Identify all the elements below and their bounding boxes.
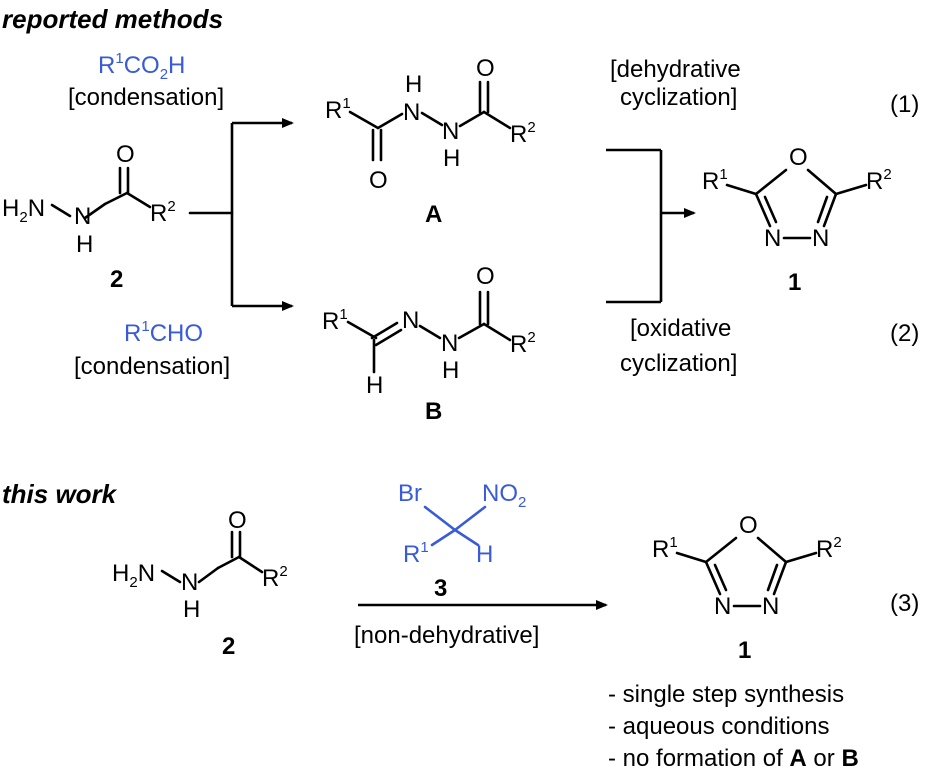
svg-text:R2: R2 [510,329,536,358]
section-title-this-work: this work [2,479,118,509]
svg-text:O: O [789,144,808,171]
svg-text:H: H [76,231,93,258]
step-bottom-line1: [oxidative [630,315,731,342]
label-compound-2-top: 2 [110,266,123,293]
svg-text:R2: R2 [262,563,288,592]
section-title-reported: reported methods [2,4,223,34]
svg-text:R1: R1 [403,539,429,568]
svg-text:O: O [369,167,388,194]
svg-text:H: H [442,357,459,384]
eq-2: (2) [890,320,919,347]
svg-text:H: H [476,541,493,568]
eq-3: (3) [890,590,919,617]
condition-top: [condensation] [68,84,224,111]
condition-non-dehydrative: [non-dehydrative] [354,622,539,649]
svg-text:R1: R1 [702,166,728,195]
label-A: A [425,201,442,228]
svg-text:H: H [405,71,422,98]
intermediate-A: R1 O N H N H O R2 [325,55,536,194]
svg-text:H: H [183,596,200,623]
label-compound-1-top: 1 [788,269,801,296]
svg-text:N: N [403,99,420,126]
eq-1: (1) [890,91,919,118]
label-compound-2-bottom: 2 [222,633,235,660]
svg-text:H: H [366,372,383,399]
svg-text:N: N [764,225,781,252]
step-top-line1: [dehydrative [610,56,741,83]
reagent-aldehyde: R1CHO [124,318,203,347]
label-reagent-3: 3 [434,575,447,602]
svg-text:R1: R1 [652,534,678,563]
intermediate-B: R1 H N N H O R2 [322,263,536,399]
svg-text:N: N [441,330,458,357]
svg-text:N: N [442,118,459,145]
svg-text:N: N [402,307,419,334]
oxadiazole-1-top: R1 O N N R2 [702,144,892,252]
reagent-acid: R1CO2H [98,50,185,83]
svg-text:O: O [116,141,135,168]
svg-text:R1: R1 [322,306,348,335]
label-B: B [425,398,442,425]
step-top-line2: cyclization] [620,84,737,111]
bullet-single-step: - single step synthesis [608,681,844,708]
svg-text:H2N: H2N [2,195,45,226]
bromonitro-reagent-3: Br NO2 R1 H [398,480,526,568]
svg-text:R2: R2 [816,534,842,563]
svg-text:O: O [476,55,495,82]
svg-text:NO2: NO2 [482,480,526,511]
hydrazide-2-top: H2N N H O R2 [2,141,234,258]
bullet-no-formation: - no formation of A or B [608,745,859,772]
svg-text:N: N [762,593,779,620]
svg-text:O: O [739,512,758,539]
svg-text:N: N [74,203,91,230]
svg-text:R2: R2 [866,166,892,195]
svg-text:H: H [443,145,460,172]
svg-text:O: O [476,263,495,290]
step-bottom-line2: cyclization] [620,350,737,377]
condition-bottom: [condensation] [74,353,230,380]
svg-text:N: N [812,225,829,252]
bullet-aqueous: - aqueous conditions [608,713,829,740]
svg-text:O: O [228,507,247,534]
svg-text:N: N [181,569,198,596]
label-compound-1-bottom: 1 [738,637,751,664]
svg-text:Br: Br [398,480,422,507]
svg-text:N: N [714,593,731,620]
hydrazide-2-bottom: H2N N H O R2 [112,507,288,623]
oxadiazole-1-bottom: R1 O N N R2 [652,512,842,620]
svg-text:R2: R2 [150,198,176,227]
svg-text:H2N: H2N [112,560,155,591]
svg-text:R1: R1 [325,95,351,124]
svg-text:R2: R2 [510,119,536,148]
